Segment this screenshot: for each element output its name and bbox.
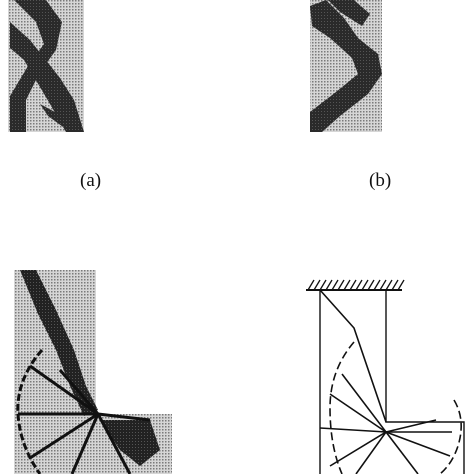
truss-lines <box>18 364 151 474</box>
panel-a-graphic <box>8 0 84 132</box>
panel-b <box>300 0 400 140</box>
member-top <box>328 0 370 26</box>
member-curve <box>20 270 98 416</box>
caption-a: (a) <box>80 170 102 191</box>
panel-a <box>0 0 110 140</box>
member-primary <box>310 0 382 132</box>
dashed-arc <box>16 349 44 474</box>
dashed-arc-right <box>439 399 462 474</box>
member-secondary <box>10 22 84 132</box>
member-node <box>100 420 160 466</box>
panel-c <box>0 270 190 474</box>
panel-d <box>290 270 474 474</box>
dashed-arc-left <box>329 341 355 474</box>
truss-members <box>319 289 452 474</box>
member-brace <box>40 104 80 132</box>
panel-c-graphic <box>14 270 172 474</box>
domain-outline <box>319 290 465 474</box>
support-hatch <box>307 279 405 291</box>
panel-b-graphic <box>310 0 382 132</box>
caption-b: (b) <box>369 170 392 191</box>
panel-d-graphic <box>306 279 465 474</box>
